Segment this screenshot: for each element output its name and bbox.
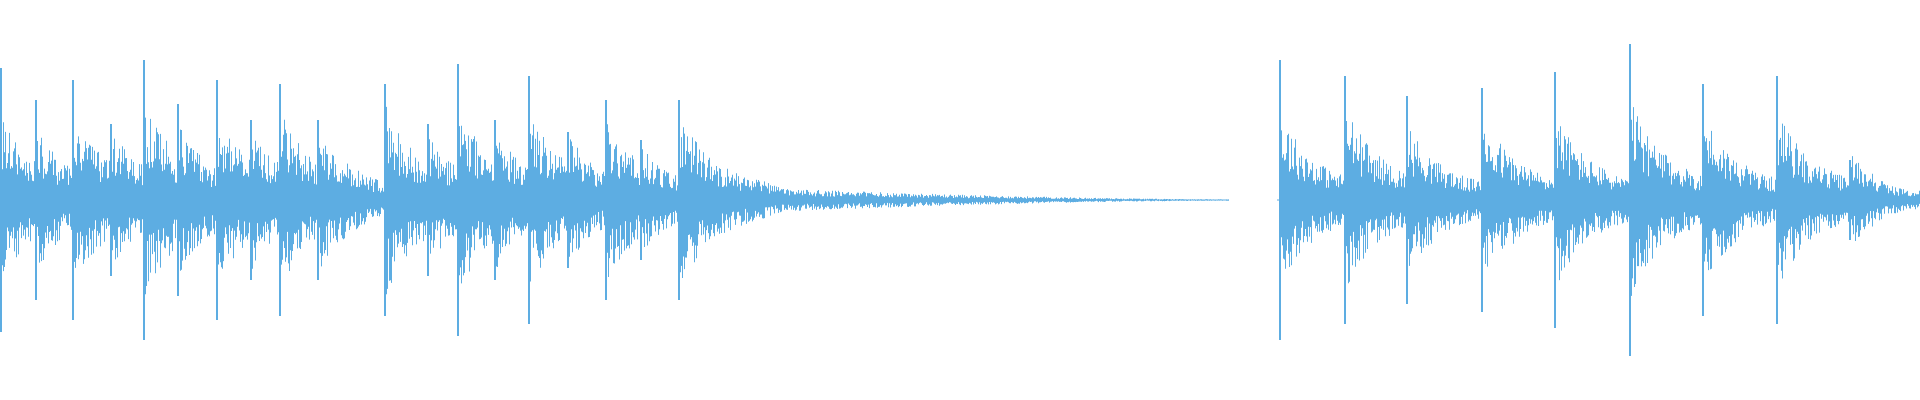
waveform-segment-2 bbox=[1277, 44, 1920, 356]
waveform-segment-1 bbox=[0, 60, 1229, 340]
